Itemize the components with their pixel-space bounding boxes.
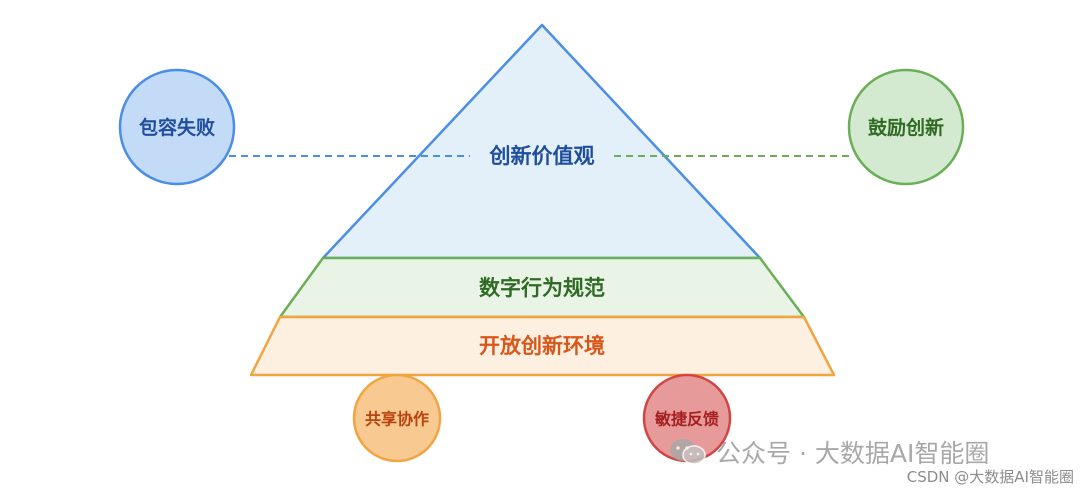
circle-top-left [118, 68, 236, 186]
circle-bottom-left [352, 373, 442, 463]
source-credit: CSDN @大数据AI智能圈 [906, 468, 1074, 486]
circle-top-right [847, 68, 965, 186]
wechat-icon [670, 439, 706, 465]
watermark: 公众号 · 大数据AI智能圈 [668, 434, 989, 470]
pyramid-bottom-label: 开放创新环境 [479, 334, 605, 358]
pyramid-top-label: 创新价值观 [489, 144, 595, 168]
watermark-channel-text: 公众号 · 大数据AI智能圈 [716, 439, 990, 468]
pyramid-top-tier [321, 23, 762, 260]
circle-top-right-label: 鼓励创新 [868, 116, 944, 139]
circle-bottom-right-label: 敏捷反馈 [654, 410, 719, 429]
circle-bottom-left-label: 共享协作 [365, 410, 429, 429]
circle-top-left-label: 包容失败 [139, 116, 215, 139]
pyramid-middle-label: 数字行为规范 [479, 276, 605, 300]
pyramid-bottom-tier [249, 315, 836, 377]
